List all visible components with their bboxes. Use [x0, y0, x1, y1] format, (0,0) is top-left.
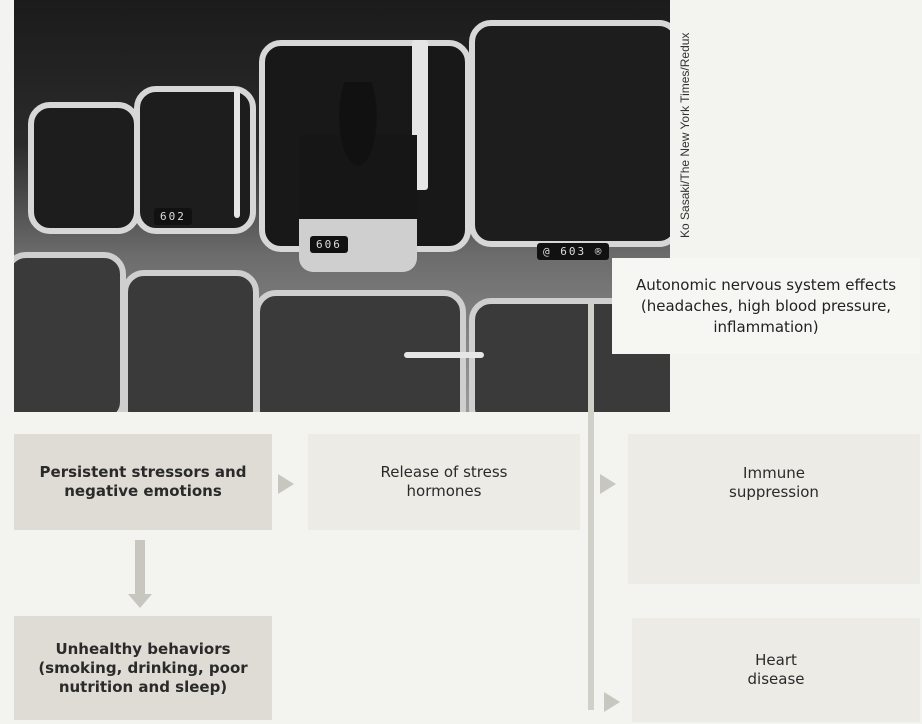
connector-vertical — [588, 300, 594, 710]
heart-disease-box: Heart disease — [632, 618, 920, 722]
capsule-hotel-photo: 602 606 @ 603 ® — [14, 0, 670, 412]
photo-credit: Ko Sasaki/The New York Times/Redux — [678, 32, 692, 238]
step-bar — [404, 352, 484, 358]
capsule-upper-1 — [28, 102, 140, 234]
immune-box: Immune suppression — [628, 434, 920, 584]
door-handle — [234, 88, 240, 218]
capsule-lower-1 — [14, 252, 126, 412]
room-number-label: @ 603 ® — [537, 243, 610, 260]
hormones-label: Release of stress hormones — [380, 463, 508, 500]
capsule-lower-2 — [122, 270, 259, 412]
arrow-right-icon — [600, 474, 616, 494]
immune-label: Immune suppression — [729, 464, 819, 501]
autonomic-effects-box: Autonomic nervous system effects (headac… — [612, 258, 920, 354]
capsule-upper-4 — [469, 20, 670, 247]
hormones-box: Release of stress hormones — [308, 434, 580, 530]
capsule-lower-3 — [254, 290, 466, 412]
arrow-right-icon — [604, 692, 620, 712]
arrow-shaft — [135, 540, 145, 596]
arrow-down-icon — [128, 594, 152, 608]
room-number-label: 606 — [310, 236, 348, 253]
heart-disease-label: Heart disease — [747, 651, 805, 688]
arrow-right-icon — [278, 474, 294, 494]
autonomic-effects-label: Autonomic nervous system effects (headac… — [635, 275, 897, 336]
unhealthy-behaviors-box: Unhealthy behaviors (smoking, drinking, … — [14, 616, 272, 720]
room-number-label: 602 — [154, 208, 192, 225]
stressors-label: Persistent stressors and negative emotio… — [39, 463, 247, 500]
unhealthy-behaviors-label: Unhealthy behaviors (smoking, drinking, … — [38, 639, 248, 696]
stressors-box: Persistent stressors and negative emotio… — [14, 434, 272, 530]
